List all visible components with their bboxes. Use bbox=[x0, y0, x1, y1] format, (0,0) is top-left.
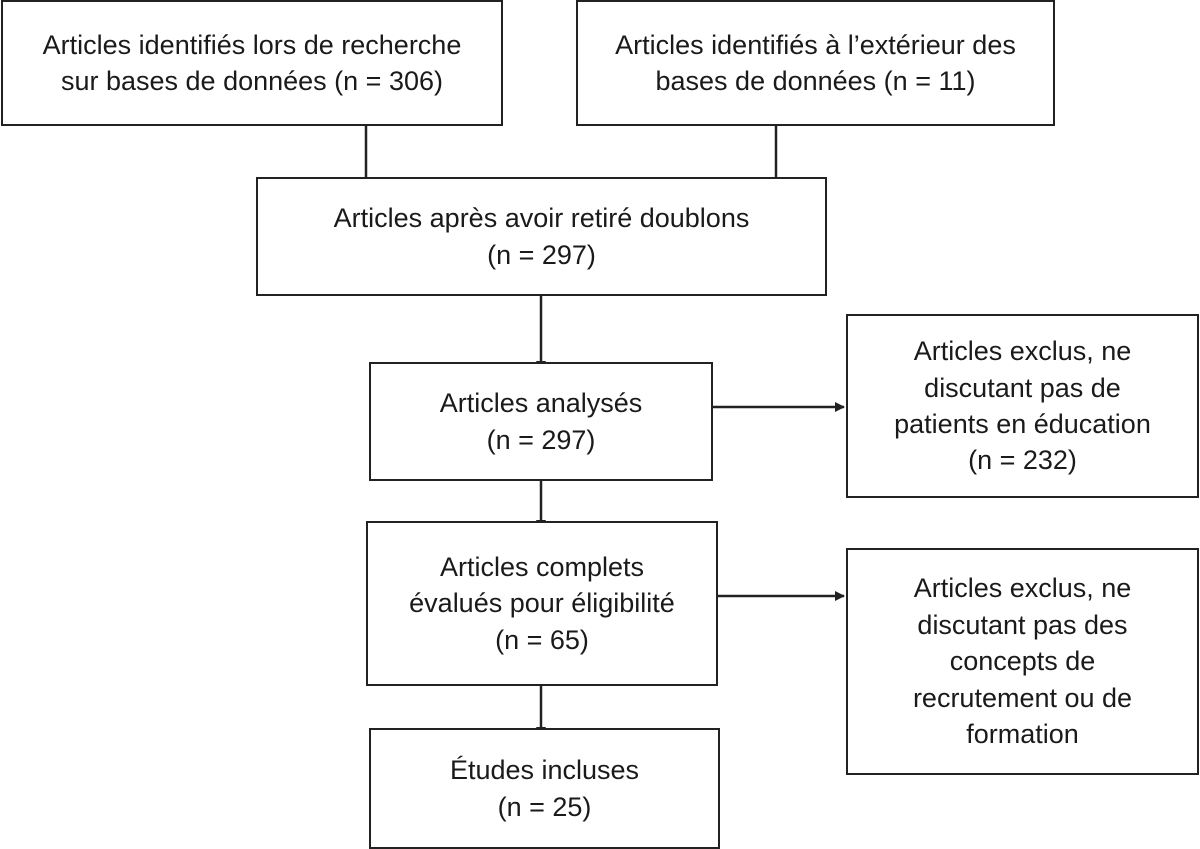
external-records-box: Articles identifiés à l’extérieur des ba… bbox=[576, 0, 1055, 126]
full-text-assessed-box: Articles complets évalués pour éligibili… bbox=[366, 521, 718, 686]
included-studies-line1: Études incluses bbox=[449, 755, 640, 786]
external-records-line2: bases de données (n = 11) bbox=[655, 66, 976, 96]
included-studies-line2: (n = 25) bbox=[497, 791, 592, 822]
excluded-concepts-line3: concepts de bbox=[949, 646, 1096, 677]
screened-records-box: Articles analysés (n = 297) bbox=[369, 362, 713, 481]
excluded-patients-line1: Articles exclus, ne bbox=[913, 336, 1132, 367]
database-records-line1: Articles identifiés lors de recherche bbox=[42, 29, 462, 60]
database-records-box: Articles identifiés lors de recherche su… bbox=[1, 0, 503, 126]
full-text-assessed-line2: évalués pour éligibilité bbox=[409, 588, 675, 619]
excluded-concepts-line4: recrutement ou de bbox=[912, 682, 1133, 713]
full-text-assessed-line1: Articles complets bbox=[439, 551, 645, 582]
deduplicated-records-line2: (n = 297) bbox=[487, 239, 596, 270]
deduplicated-records-box: Articles après avoir retiré doublons (n … bbox=[256, 177, 827, 296]
excluded-patients-box: Articles exclus, ne discutant pas de pat… bbox=[846, 314, 1199, 498]
excluded-concepts-line2: discutant pas des bbox=[917, 609, 1128, 640]
excluded-concepts-line1: Articles exclus, ne bbox=[913, 573, 1132, 604]
external-records-line1: Articles identifiés à l’extérieur des bbox=[615, 29, 1016, 60]
full-text-assessed-line3: (n = 65) bbox=[495, 624, 589, 655]
excluded-concepts-line5: formation bbox=[966, 719, 1079, 750]
screened-records-line1: Articles analysés bbox=[439, 388, 643, 419]
excluded-patients-line3: patients en éducation bbox=[894, 409, 1151, 439]
excluded-patients-line2: discutant pas de bbox=[924, 372, 1121, 403]
database-records-line2: sur bases de données (n = 306) bbox=[60, 66, 443, 96]
excluded-patients-line4: (n = 232) bbox=[968, 445, 1077, 476]
included-studies-box: Études incluses (n = 25) bbox=[369, 728, 720, 849]
excluded-concepts-box: Articles exclus, ne discutant pas des co… bbox=[846, 548, 1199, 775]
screened-records-line2: (n = 297) bbox=[486, 424, 596, 455]
deduplicated-records-line1: Articles après avoir retiré doublons bbox=[333, 203, 750, 234]
